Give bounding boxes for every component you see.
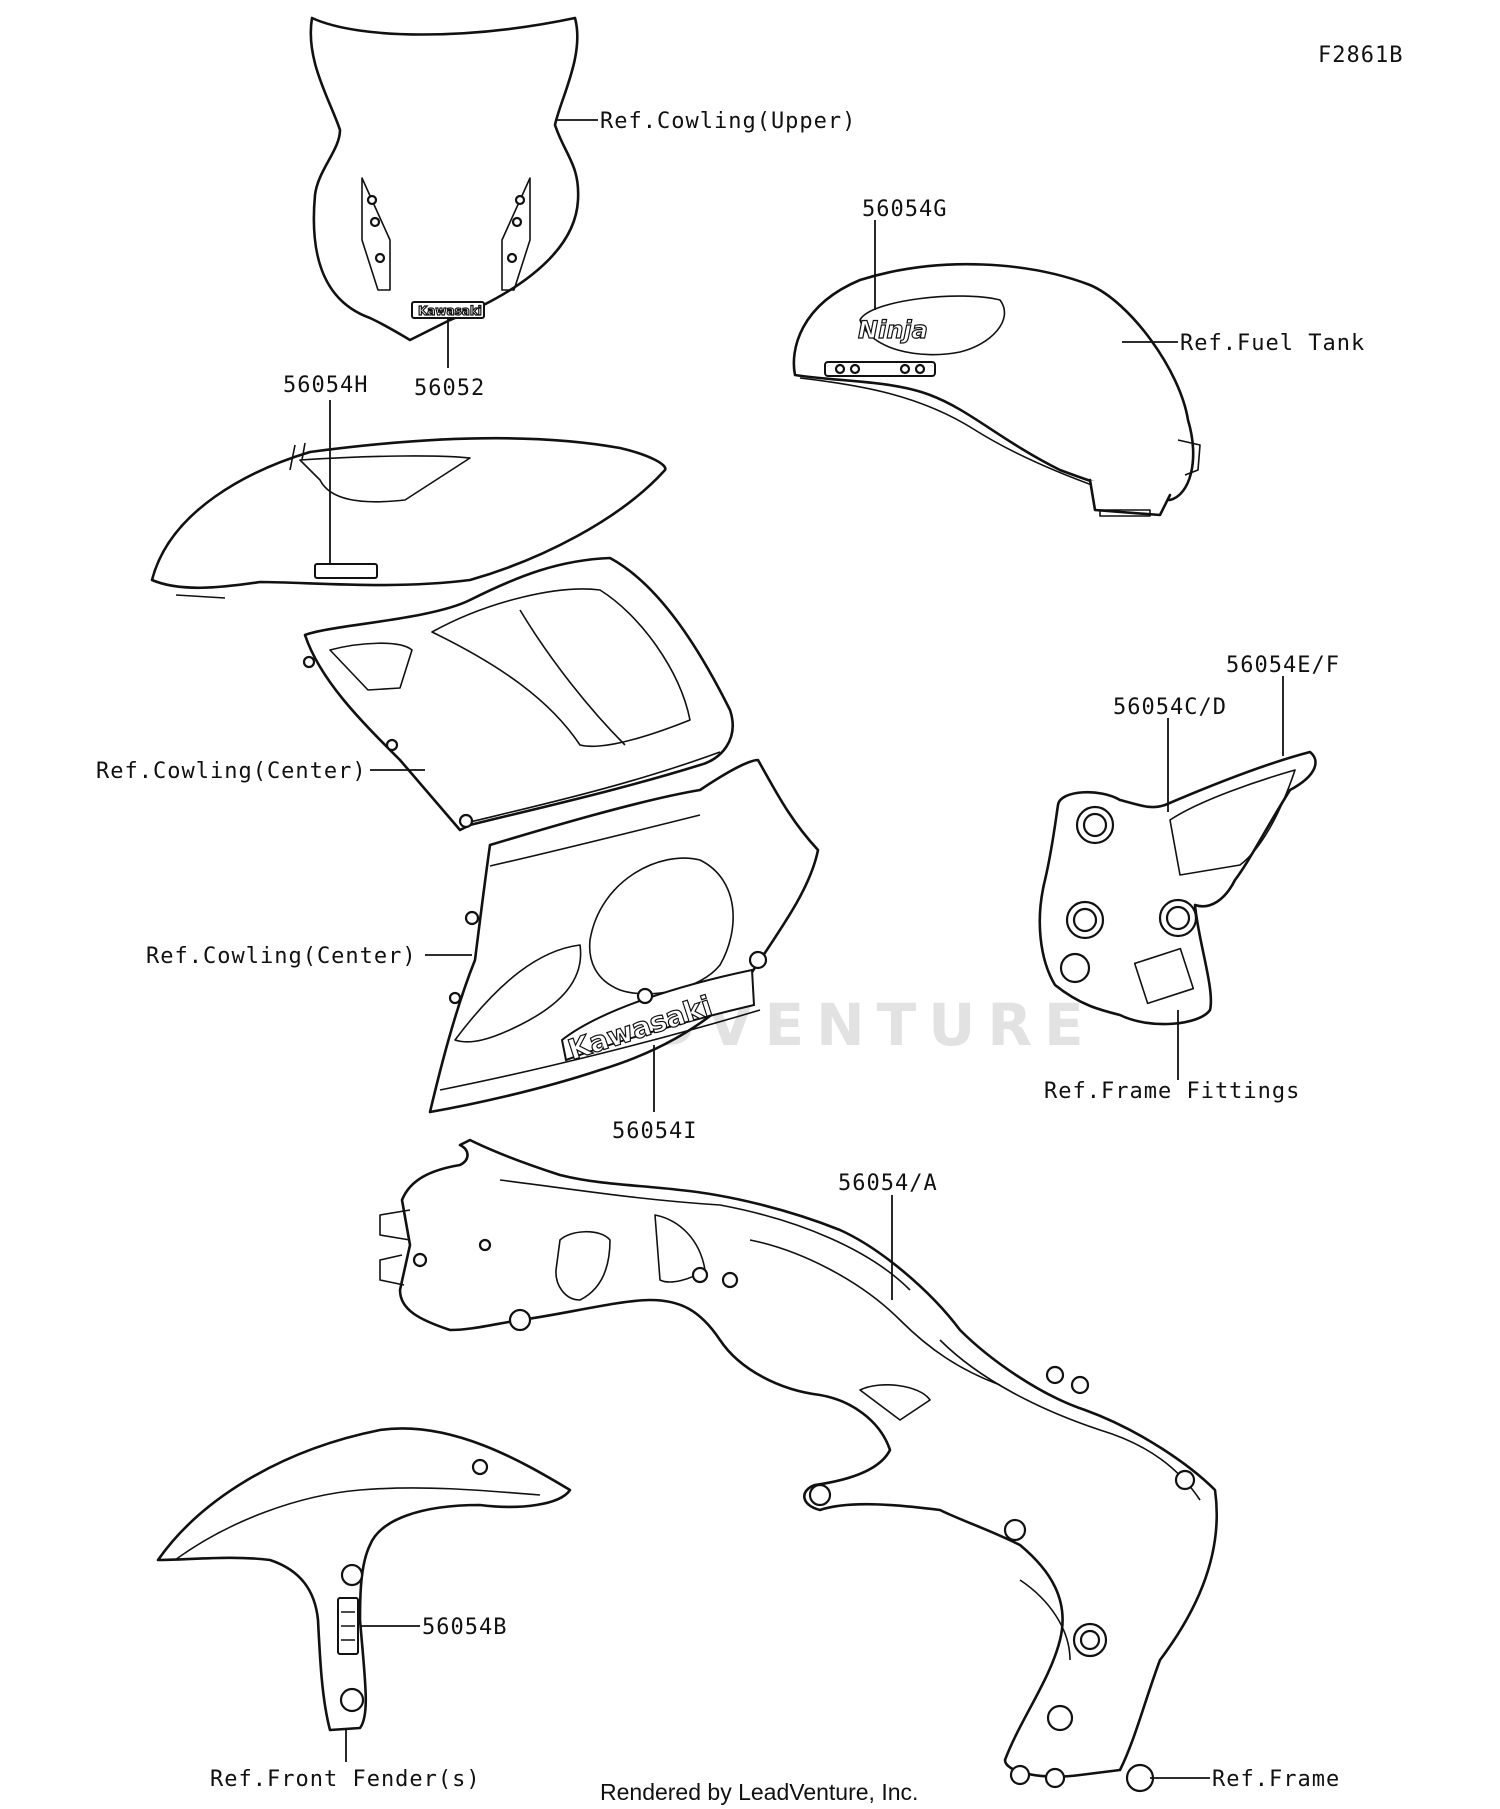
label-56054CD[interactable]: 56054C/D (1113, 695, 1227, 720)
label-56054EF[interactable]: 56054E/F (1226, 653, 1340, 678)
fuel-tank-part[interactable]: Ninja (792, 262, 1201, 517)
figure-id: F2861B (1318, 43, 1403, 68)
center-cowling-2-part[interactable]: Kawasaki (428, 758, 820, 1114)
main-frame-part[interactable] (379, 1138, 1218, 1793)
upper-cowling-part[interactable]: Kawasaki (309, 16, 580, 342)
label-fuel-tank[interactable]: Ref.Fuel Tank (1180, 331, 1365, 356)
center-cowling-1-part[interactable] (302, 556, 734, 832)
label-56054H[interactable]: 56054H (283, 373, 368, 398)
kawasaki-small-decal-text: Kawasaki (418, 304, 482, 318)
label-cowling-center-1[interactable]: Ref.Cowling(Center) (96, 759, 367, 784)
label-56054B[interactable]: 56054B (422, 1615, 507, 1640)
credit-text: Rendered by LeadVenture, Inc. (600, 1779, 918, 1805)
label-front-fender[interactable]: Ref.Front Fender(s) (210, 1767, 481, 1792)
label-cowling-center-2[interactable]: Ref.Cowling(Center) (146, 944, 417, 969)
ninja-decal-text: Ninja (858, 316, 928, 344)
label-56052[interactable]: 56052 (414, 376, 485, 401)
front-fender-part[interactable] (156, 1427, 572, 1732)
label-56054G[interactable]: 56054G (862, 197, 947, 222)
label-56054I[interactable]: 56054I (612, 1119, 697, 1144)
label-56054A[interactable]: 56054/A (838, 1171, 938, 1196)
label-cowling-upper[interactable]: Ref.Cowling(Upper) (600, 109, 856, 134)
label-frame-fittings[interactable]: Ref.Frame Fittings (1044, 1079, 1300, 1104)
label-frame[interactable]: Ref.Frame (1212, 1767, 1340, 1792)
side-cowling-upper-part[interactable] (150, 436, 667, 599)
frame-fitting-part[interactable] (1038, 750, 1317, 1026)
